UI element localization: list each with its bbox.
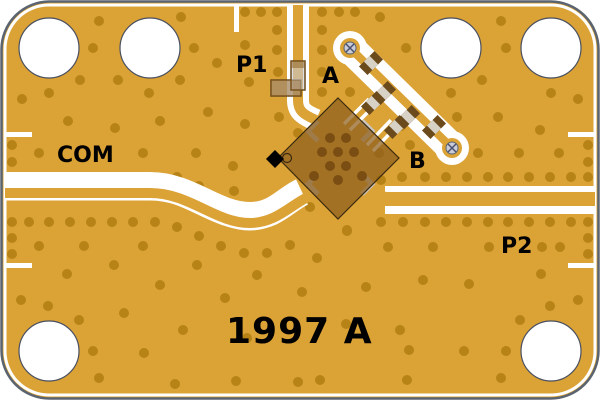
p1-jumper-pads xyxy=(270,60,306,97)
label-p1: P1 xyxy=(236,53,268,78)
test-point-bottom xyxy=(445,141,459,155)
pin1-marker-icon xyxy=(266,150,284,168)
mounting-hole-top-left xyxy=(18,17,80,79)
mounting-holes xyxy=(18,17,582,382)
smd-resistors xyxy=(358,50,447,140)
mounting-hole-top-right xyxy=(520,17,582,79)
ic-package xyxy=(277,97,400,220)
label-a: A xyxy=(322,64,340,89)
p2-trace xyxy=(366,183,595,214)
mounting-hole-bottom-right xyxy=(520,320,582,382)
label-p2: P2 xyxy=(501,234,533,259)
edge-slots xyxy=(5,5,595,268)
label-part-number: 1997 A xyxy=(226,311,373,352)
p1-trace xyxy=(287,5,321,131)
com-trace xyxy=(5,172,309,231)
mounting-hole-top-center-left xyxy=(119,17,181,79)
label-com: COM xyxy=(57,143,114,168)
mounting-hole-top-center-right xyxy=(420,17,482,79)
test-point-top xyxy=(343,41,357,55)
label-b: B xyxy=(409,149,426,174)
mounting-hole-bottom-left xyxy=(18,320,80,382)
